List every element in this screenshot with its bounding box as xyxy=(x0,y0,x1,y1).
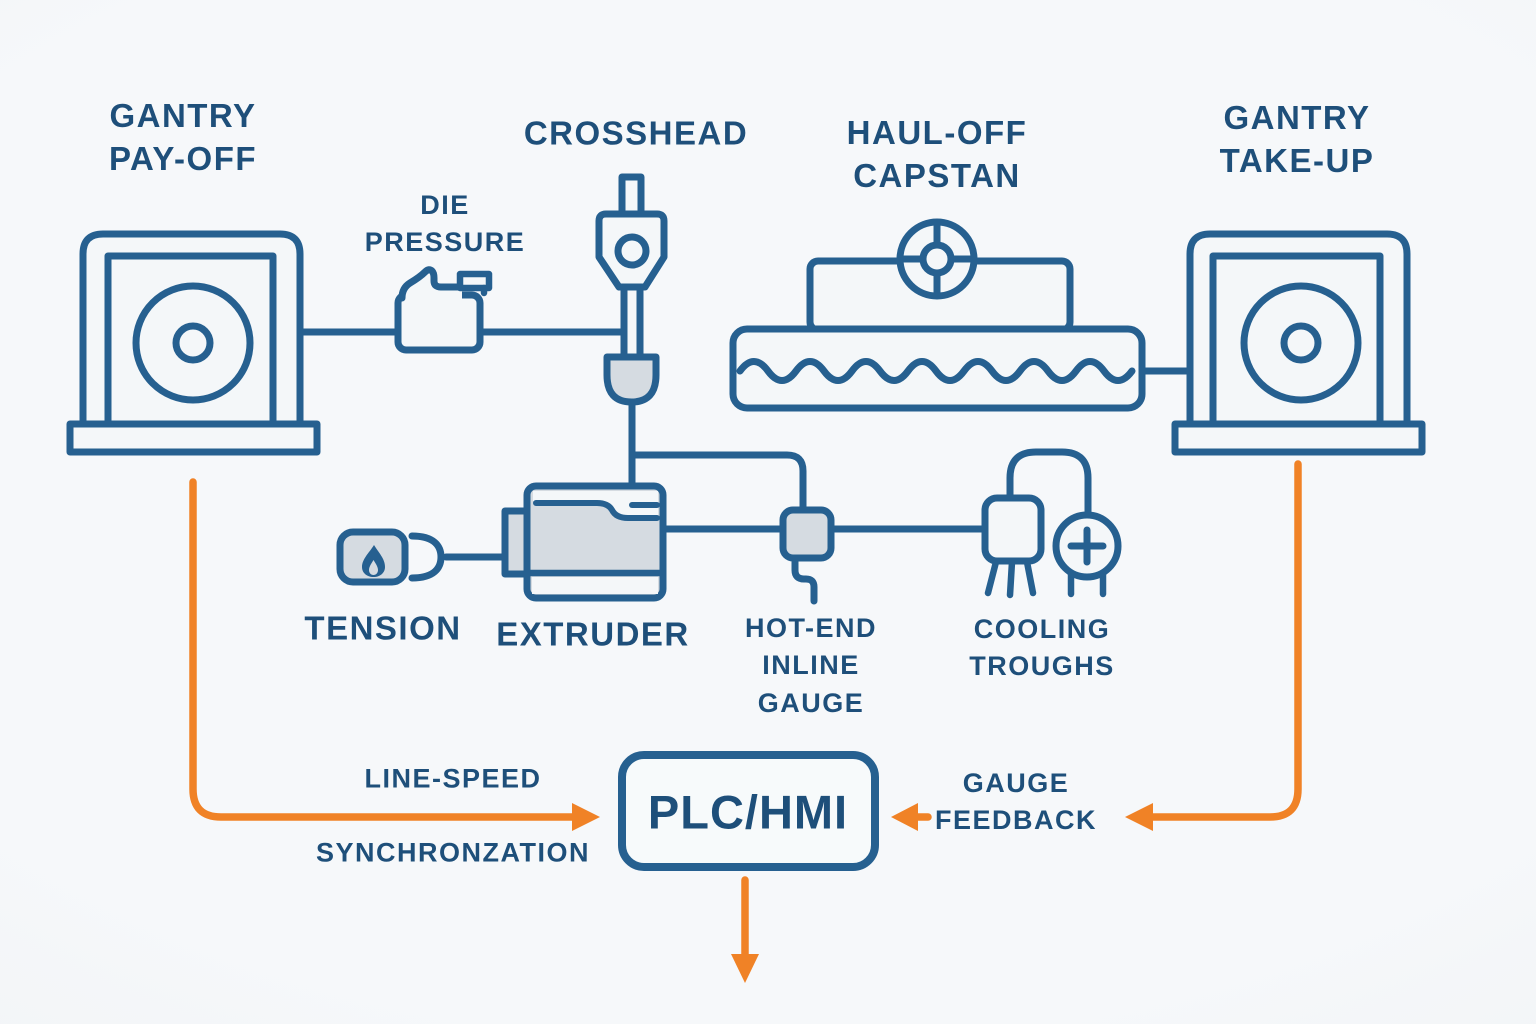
label-die-pressure: DIE PRESSURE xyxy=(365,187,526,262)
cooling-troughs-icon xyxy=(981,448,1122,599)
label-line: PAY-OFF xyxy=(108,140,258,177)
die-pressure-sensor-icon xyxy=(394,266,493,354)
label-line: GAUGE xyxy=(962,767,1070,798)
line-speed-sync-arrow xyxy=(189,478,576,821)
feedback-arrows xyxy=(189,460,1302,983)
crosshead-icon xyxy=(595,173,668,406)
label-line: HAUL-OFF xyxy=(846,114,1028,152)
label-line: DIE xyxy=(420,189,470,220)
hot-end-inline-gauge-icon xyxy=(779,506,835,605)
label-line: GANTRY xyxy=(109,97,257,135)
label-plc-hmi: PLC/HMI xyxy=(647,785,849,839)
label-tension: TENSION xyxy=(304,609,462,647)
label-line: TROUGHS xyxy=(969,651,1115,681)
plc-output-arrowhead xyxy=(731,954,759,983)
label-line-speed: LINE-SPEED xyxy=(364,763,542,794)
label-line: HOT-END xyxy=(745,613,877,644)
label-line: TAKE-UP xyxy=(1219,142,1375,179)
label-line: GAUGE xyxy=(757,687,865,718)
haul-off-capstan-icon xyxy=(729,218,1146,412)
gantry-take-up-icon xyxy=(1171,230,1426,456)
label-gauge-feedback: GAUGE FEEDBACK xyxy=(935,765,1097,840)
label-gantry-payoff: GANTRY PAY-OFF xyxy=(109,95,257,181)
gauge-feedback-short-arrowhead xyxy=(891,803,918,831)
label-haul-off-capstan: HAUL-OFF CAPSTAN xyxy=(847,112,1028,198)
label-crosshead: CROSSHEAD xyxy=(523,114,749,152)
label-hot-end-inline-gauge: HOT-END INLINE GAUGE xyxy=(745,610,877,722)
label-cooling-troughs: COOLING TROUGHS xyxy=(969,611,1115,686)
connector-lines xyxy=(296,328,1196,561)
gantry-payoff-icon xyxy=(66,230,321,456)
label-line: FEEDBACK xyxy=(934,805,1098,835)
label-extruder: EXTRUDER xyxy=(496,615,690,653)
label-line: INLINE xyxy=(762,650,860,681)
label-line: PRESSURE xyxy=(364,227,526,257)
plc-hmi-box xyxy=(618,751,879,871)
take-up-feedback-arrow xyxy=(1148,460,1302,821)
label-line: CAPSTAN xyxy=(853,157,1021,194)
label-synchronization: SYNCHRONZATION xyxy=(316,837,590,868)
label-gantry-take-up: GANTRY TAKE-UP xyxy=(1220,97,1375,183)
line-speed-sync-arrowhead xyxy=(572,803,600,831)
take-up-feedback-arrowhead xyxy=(1125,803,1153,831)
extruder-icon xyxy=(501,482,667,602)
label-line: COOLING xyxy=(973,613,1111,644)
tension-sensor-icon xyxy=(336,528,445,586)
label-line: GANTRY xyxy=(1223,99,1371,137)
